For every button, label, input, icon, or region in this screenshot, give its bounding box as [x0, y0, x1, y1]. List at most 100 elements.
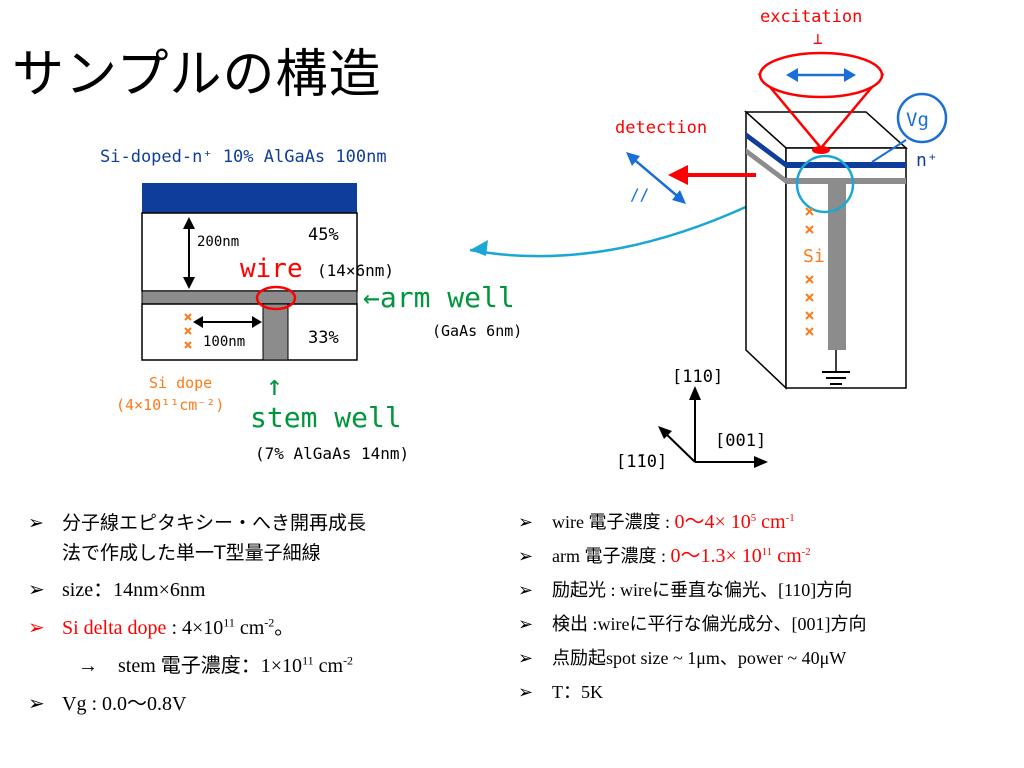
bullet-excitation: ➢ 励起光 : wireに垂直な偏光、[110]方向	[512, 573, 866, 607]
detection-arrowhead	[668, 165, 688, 185]
bullet-mark: ➢	[518, 580, 534, 600]
vg-label: Vg	[906, 109, 929, 131]
device-zoom-circle	[795, 154, 855, 214]
arm-density-label: arm 電子濃度 :	[552, 546, 671, 566]
vg-text: Vg : 0.0〜0.8V	[62, 693, 187, 715]
detection-label: detection	[615, 118, 707, 138]
bullet-fabrication: ➢ 分子線エピタキシー・へき開再成長 法で作成した単一T型量子細線	[22, 508, 366, 568]
device-arm-layer	[746, 148, 906, 184]
slide-title: サンプルの構造	[12, 45, 382, 105]
stem-well-label: stem well	[250, 401, 402, 434]
detection-polarization-head-1	[626, 152, 640, 166]
axis-1m10-label: [1̄10]	[616, 452, 667, 472]
arm-density-unit-exponent: -2	[801, 546, 811, 558]
detection-text: 検出 :wireに平行な偏光成分、[001]方向	[552, 614, 867, 634]
arm-well	[141, 290, 358, 305]
si-delta-unit: cm	[234, 617, 265, 639]
bullet-arm-density: ➢ arm 電子濃度 : 0〜1.3× 1011 cm-2	[512, 539, 866, 573]
thickness-arrowhead-top	[183, 217, 195, 229]
pct-45-label: 45%	[308, 225, 339, 245]
width-arrowhead-left	[193, 316, 203, 328]
left-bullet-list: ➢ 分子線エピタキシー・へき開再成長 法で作成した単一T型量子細線 ➢ size…	[22, 508, 366, 720]
detection-polarization-line	[629, 155, 683, 201]
axis-1m10-arrowhead	[658, 426, 672, 439]
arm-density-unit: cm	[772, 545, 802, 567]
excitation-polarization-head-right	[844, 68, 856, 82]
wire-density-unit: cm	[756, 511, 786, 533]
device-diagram: Si excitation ⊥ detection // Vg n⁺ [110]…	[470, 7, 948, 472]
arm-density-exponent: 11	[761, 546, 773, 558]
bullet-mark: ➢	[518, 648, 534, 668]
bullet-si-delta: ➢ Si delta dope : 4×1011 cm-2。	[22, 612, 366, 644]
excitation-spot	[812, 146, 830, 154]
bullet-mark: ➢	[518, 682, 534, 702]
spot-text: 点励起spot size ~ 1μm、power ~ 40μW	[552, 648, 847, 668]
perp-symbol: ⊥	[813, 29, 823, 48]
fabrication-line-1: 分子線エピタキシー・へき開再成長	[62, 512, 367, 534]
axis-001-label: [001]	[715, 431, 766, 451]
si-delta-label: Si delta dope	[62, 617, 167, 639]
excitation-polarization-head-left	[786, 68, 798, 82]
stem-density-unit-exponent: -2	[343, 653, 354, 668]
right-bullet-list: ➢ wire 電子濃度 : 0〜4× 105 cm-1 ➢ arm 電子濃度 :…	[512, 505, 866, 709]
stem-arrow: ↑	[266, 369, 283, 402]
stem-density-text: → stem 電子濃度：1×10	[78, 655, 303, 677]
bullet-mark: ➢	[28, 617, 45, 639]
cross-section-diagram: Si-doped-n⁺ 10% AlGaAs 100nm 200nm 45% w…	[100, 147, 522, 463]
wire-label: wire	[240, 254, 303, 284]
n-plus-layer	[142, 183, 357, 213]
stem-well-detail: (7% AlGaAs 14nm)	[255, 444, 409, 463]
upper-algaas	[141, 212, 358, 292]
arm-density-value: 0〜1.3× 10	[670, 545, 762, 567]
pct-33-label: 33%	[308, 328, 339, 348]
bullet-mark: ➢	[518, 614, 534, 634]
layer-label: Si-doped-n⁺ 10% AlGaAs 100nm	[100, 147, 387, 167]
bullet-wire-density: ➢ wire 電子濃度 : 0〜4× 105 cm-1	[512, 505, 866, 539]
si-delta-end: 。	[274, 617, 295, 639]
excitation-text: 励起光 : wireに垂直な偏光、[110]方向	[552, 580, 853, 600]
vg-circle	[896, 92, 948, 144]
bullet-mark: ➢	[518, 512, 534, 532]
si-dope-concentration: (4×10¹¹cm⁻²)	[116, 396, 224, 414]
fabrication-line-2: 法で作成した単一T型量子細線	[62, 542, 321, 564]
vg-lead	[871, 139, 907, 163]
n-plus-label: n⁺	[916, 150, 938, 171]
wire-density-unit-exponent: -1	[785, 512, 795, 524]
wire-density-label: wire 電子濃度 :	[552, 512, 675, 532]
excitation-label: excitation	[760, 7, 862, 27]
thickness-200-label: 200nm	[197, 234, 239, 250]
wire-size-label: (14×6nm)	[317, 261, 394, 280]
axis-110-label: [110]	[672, 367, 723, 387]
device-stem	[828, 184, 846, 350]
stem-density-exponent: 11	[302, 653, 314, 668]
bullet-mark: ➢	[518, 546, 534, 566]
arm-well-detail: (GaAs 6nm)	[432, 322, 522, 340]
bullet-mark: ➢	[28, 512, 44, 534]
stem-well	[262, 303, 289, 361]
stem-density-unit: cm	[313, 655, 344, 677]
zoom-connector-arrowhead	[470, 240, 488, 256]
device-si-label: Si	[803, 246, 825, 267]
si-delta-unit-exponent: -2	[264, 615, 275, 630]
axis-110-arrowhead	[689, 386, 701, 400]
bullet-vg: ➢ Vg : 0.0〜0.8V	[22, 688, 366, 720]
width-100-label: 100nm	[203, 334, 245, 350]
si-delta-value: : 4×10	[166, 617, 224, 639]
detection-polarization-head-2	[672, 190, 686, 204]
si-dope-marks	[184, 313, 192, 349]
wire-density-value: 0〜4× 10	[674, 511, 751, 533]
bullet-size: ➢ size：14nm×6nm	[22, 574, 366, 606]
wire-highlight-ellipse	[255, 285, 297, 311]
size-text: size：14nm×6nm	[62, 579, 206, 601]
bullet-detection: ➢ 検出 :wireに平行な偏光成分、[001]方向	[512, 607, 866, 641]
si-delta-exponent: 11	[223, 615, 235, 630]
parallel-symbol: //	[630, 185, 649, 204]
device-n-plus-layer	[746, 132, 906, 168]
si-dope-label: Si dope	[149, 374, 212, 392]
device-si-dope-marks	[805, 207, 814, 336]
lower-algaas	[141, 303, 358, 361]
wire-density-exponent: 5	[750, 512, 757, 524]
arm-well-label: ←arm well	[363, 281, 515, 314]
bullet-stem-density: → stem 電子濃度：1×1011 cm-2	[22, 650, 366, 682]
bullet-mark: ➢	[28, 693, 45, 715]
